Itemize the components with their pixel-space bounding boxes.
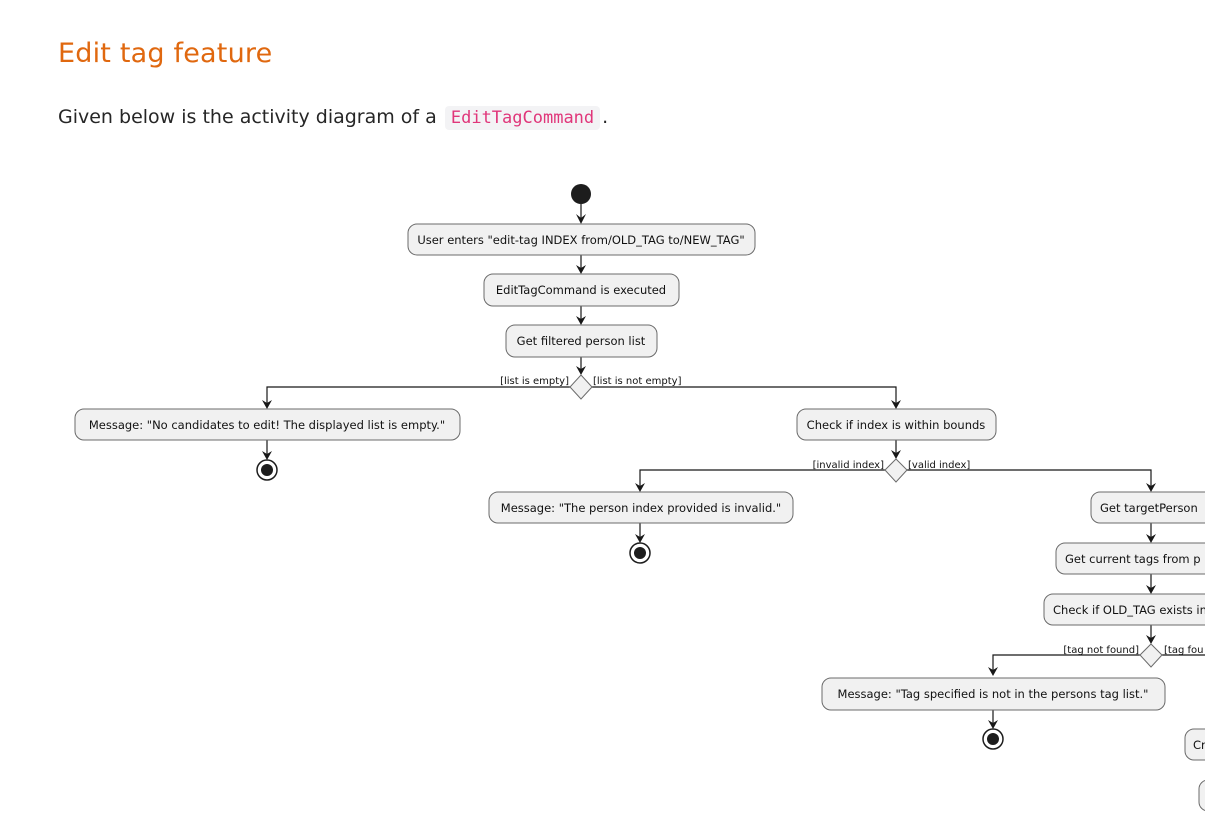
activity-check-index: Check if index is within bounds [796, 408, 997, 441]
flow-lines [262, 204, 1205, 729]
svg-text:Message: "Tag specified is not: Message: "Tag specified is not in the pe… [838, 687, 1149, 701]
intro-paragraph: Given below is the activity diagram of a… [58, 106, 609, 130]
decision-index-valid [884, 458, 908, 483]
intro-period: . [602, 106, 609, 128]
svg-text:Get current tags from p: Get current tags from p [1065, 552, 1201, 566]
activity-get-target-person: Get targetPerson [1090, 491, 1205, 524]
intro-text: Given below is the activity diagram of a [58, 106, 437, 128]
activity-message-invalid-index: Message: "The person index provided is i… [488, 491, 794, 524]
svg-text:Check if index is within bound: Check if index is within bounds [807, 418, 986, 432]
svg-text:User enters "edit-tag INDEX fr: User enters "edit-tag INDEX from/OLD_TAG… [417, 233, 744, 247]
svg-text:Message: "The person index pro: Message: "The person index provided is i… [501, 501, 781, 515]
guard-list-not-empty: [list is not empty] [593, 376, 682, 387]
start-node [571, 184, 591, 204]
guard-invalid-index: [invalid index] [813, 460, 885, 471]
activity-check-old-tag: Check if OLD_TAG exists in [1043, 593, 1205, 626]
svg-text:Check if OLD_TAG exists in: Check if OLD_TAG exists in [1053, 603, 1205, 617]
end-node-tag-not-found [982, 728, 1004, 750]
activity-offscreen-partial [1198, 779, 1205, 812]
guard-list-empty: [list is empty] [500, 376, 569, 387]
activity-get-current-tags: Get current tags from p [1055, 542, 1205, 575]
svg-text:Get targetPerson: Get targetPerson [1100, 501, 1198, 515]
section-heading: Edit tag feature [58, 38, 273, 69]
activity-message-tag-not-found: Message: "Tag specified is not in the pe… [821, 677, 1166, 711]
end-node-list-empty [256, 459, 278, 481]
svg-text:Message: "No candidates to edi: Message: "No candidates to edit! The dis… [89, 418, 445, 432]
svg-text:EditTagCommand is executed: EditTagCommand is executed [496, 283, 666, 297]
decision-list-empty [569, 374, 593, 400]
guard-tag-not-found: [tag not found] [1063, 645, 1139, 656]
inline-code-edittagcommand: EditTagCommand [444, 106, 601, 130]
svg-text:Cr: Cr [1193, 738, 1205, 752]
decision-tag-found [1139, 643, 1163, 668]
activity-get-filtered-list: Get filtered person list [505, 324, 658, 358]
guard-valid-index: [valid index] [908, 460, 970, 471]
activity-command-executed: EditTagCommand is executed [483, 273, 680, 307]
activity-user-enters: User enters "edit-tag INDEX from/OLD_TAG… [407, 223, 756, 256]
svg-text:Get filtered person list: Get filtered person list [517, 334, 646, 348]
activity-create-partial: Cr [1184, 728, 1205, 761]
guard-tag-found: [tag fou [1164, 645, 1203, 656]
end-node-invalid-index [629, 542, 651, 564]
activity-message-list-empty: Message: "No candidates to edit! The dis… [74, 408, 461, 441]
